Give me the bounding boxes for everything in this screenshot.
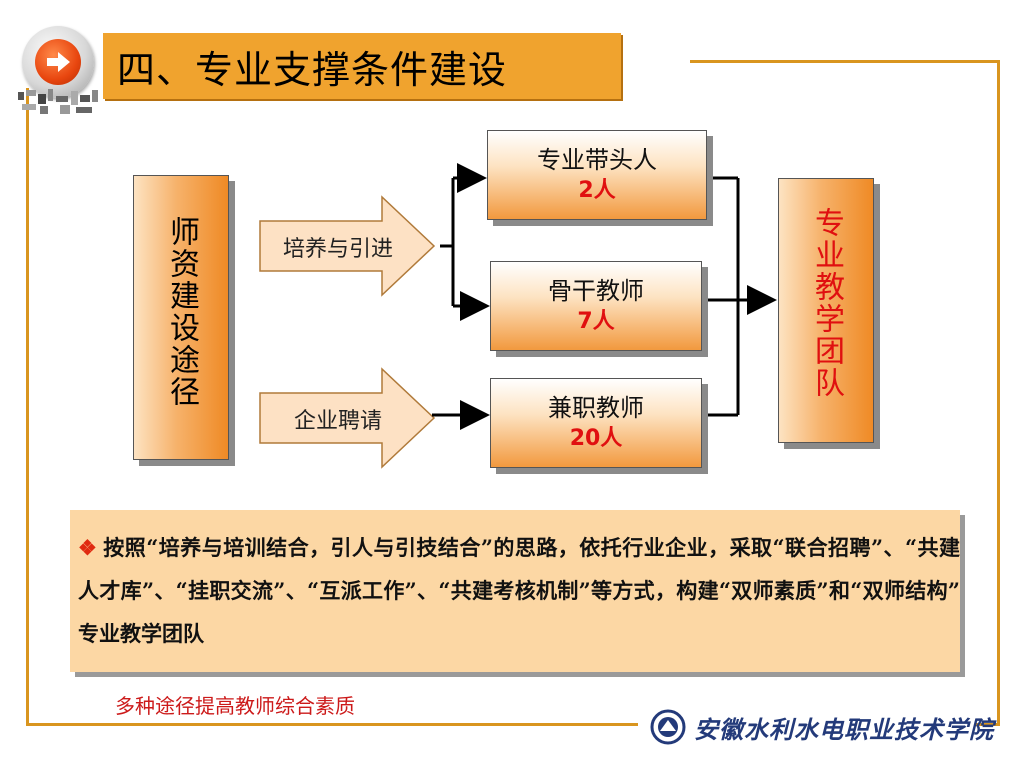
teaching-team-box: 专业教学团队 [778, 178, 874, 443]
next-slide-button[interactable] [22, 26, 94, 98]
role-label: 骨干教师 [548, 277, 644, 305]
frame-left-line [26, 88, 29, 726]
arrow-right-icon [35, 39, 81, 85]
teacher-development-box: 师资建设途径 [133, 175, 229, 460]
frame-bottom-line [26, 723, 638, 726]
training-arrow: 培养与引进 [258, 195, 438, 297]
role-box-leader: 专业带头人 2人 [487, 130, 707, 220]
diamond-bullet-icon: ❖ [78, 535, 98, 560]
note-text: 按照“培养与培训结合，引人与引技结合”的思路，依托行业企业，采取“联合招聘”、“… [78, 535, 960, 646]
role-box-backbone: 骨干教师 7人 [490, 261, 702, 351]
frame-right-line [997, 60, 1000, 725]
role-count: 2人 [578, 178, 616, 203]
role-label: 兼职教师 [548, 394, 644, 422]
college-name: 安徽水利水电职业技术学院 [694, 714, 994, 744]
role-count: 20人 [569, 426, 623, 451]
college-emblem-icon [650, 709, 686, 745]
note-paragraph: ❖按照“培养与培训结合，引人与引技结合”的思路，依托行业企业，采取“联合招聘”、… [78, 526, 960, 655]
page-title: 四、专业支撑条件建设 [117, 47, 508, 92]
role-box-parttime: 兼职教师 20人 [490, 378, 702, 468]
role-count: 7人 [577, 309, 615, 334]
training-arrow-label: 培养与引进 [282, 237, 393, 262]
teacher-development-label: 师资建设途径 [164, 216, 199, 408]
garbled-logo-icon [18, 89, 98, 114]
caption-text: 多种途径提高教师综合素质 [115, 694, 355, 718]
teaching-team-label: 专业教学团队 [809, 207, 844, 399]
frame-bottom-line-right [975, 723, 1000, 726]
enterprise-hire-arrow-label: 企业聘请 [293, 409, 382, 434]
title-banner: 四、专业支撑条件建设 [103, 33, 621, 99]
frame-top-line [690, 60, 1000, 63]
role-label: 专业带头人 [537, 146, 657, 174]
college-logo: 安徽水利水电职业技术学院 [650, 705, 994, 749]
note-box [70, 510, 960, 672]
enterprise-hire-arrow: 企业聘请 [258, 367, 438, 469]
